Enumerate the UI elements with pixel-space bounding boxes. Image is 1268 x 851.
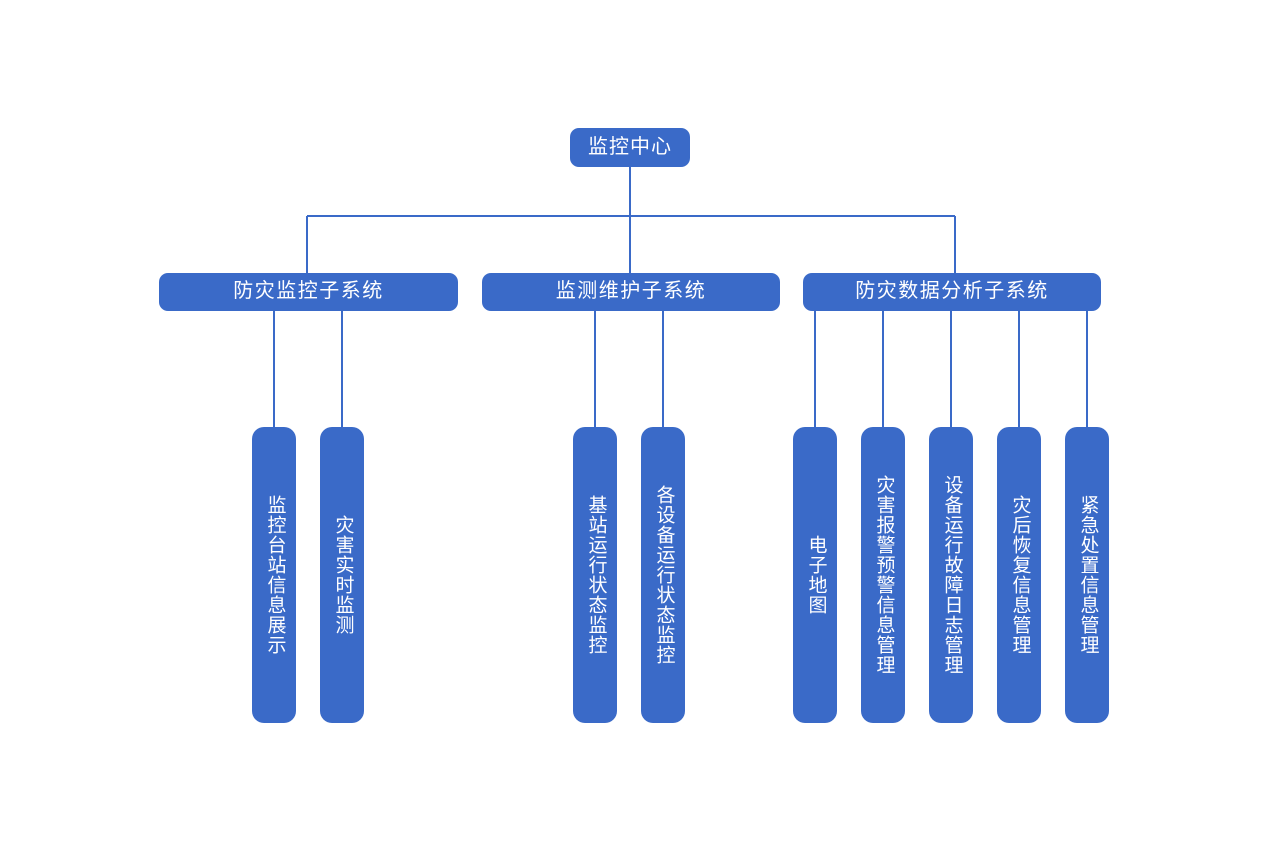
node-leaf-realtime-disaster-monitoring[interactable]: 灾害实时监测 — [320, 427, 364, 723]
node-leaf-label: 监控台站信息展示 — [264, 495, 286, 655]
node-leaf-label: 紧急处置信息管理 — [1077, 495, 1099, 655]
node-leaf-emergency-response-info[interactable]: 紧急处置信息管理 — [1065, 427, 1109, 723]
node-leaf-label: 基站运行状态监控 — [585, 495, 607, 655]
node-leaf-label: 电子地图 — [805, 535, 827, 615]
node-subsystem-label: 防灾数据分析子系统 — [855, 280, 1049, 303]
node-leaf-disaster-alarm-warning-info[interactable]: 灾害报警预警信息管理 — [861, 427, 905, 723]
node-leaf-label: 灾害报警预警信息管理 — [873, 475, 895, 675]
node-leaf-equipment-status-monitoring[interactable]: 各设备运行状态监控 — [641, 427, 685, 723]
node-root-monitoring-center[interactable]: 监控中心 — [570, 128, 690, 167]
node-subsystem-monitoring-maintenance[interactable]: 监测维护子系统 — [482, 273, 780, 311]
node-subsystem-label: 防灾监控子系统 — [233, 280, 384, 303]
node-subsystem-label: 监测维护子系统 — [555, 280, 707, 303]
node-subsystem-disaster-data-analysis[interactable]: 防灾数据分析子系统 — [803, 273, 1101, 311]
node-leaf-equipment-fault-log[interactable]: 设备运行故障日志管理 — [929, 427, 973, 723]
node-leaf-base-station-status-monitoring[interactable]: 基站运行状态监控 — [573, 427, 617, 723]
node-leaf-label: 各设备运行状态监控 — [653, 485, 675, 665]
node-subsystem-disaster-monitoring[interactable]: 防灾监控子系统 — [159, 273, 458, 311]
node-leaf-label: 设备运行故障日志管理 — [941, 475, 963, 675]
node-leaf-electronic-map[interactable]: 电子地图 — [793, 427, 837, 723]
node-leaf-station-info-display[interactable]: 监控台站信息展示 — [252, 427, 296, 723]
node-root-label: 监控中心 — [588, 135, 672, 158]
node-leaf-label: 灾害实时监测 — [332, 515, 354, 635]
node-leaf-post-disaster-recovery-info[interactable]: 灾后恢复信息管理 — [997, 427, 1041, 723]
node-leaf-label: 灾后恢复信息管理 — [1009, 495, 1031, 655]
